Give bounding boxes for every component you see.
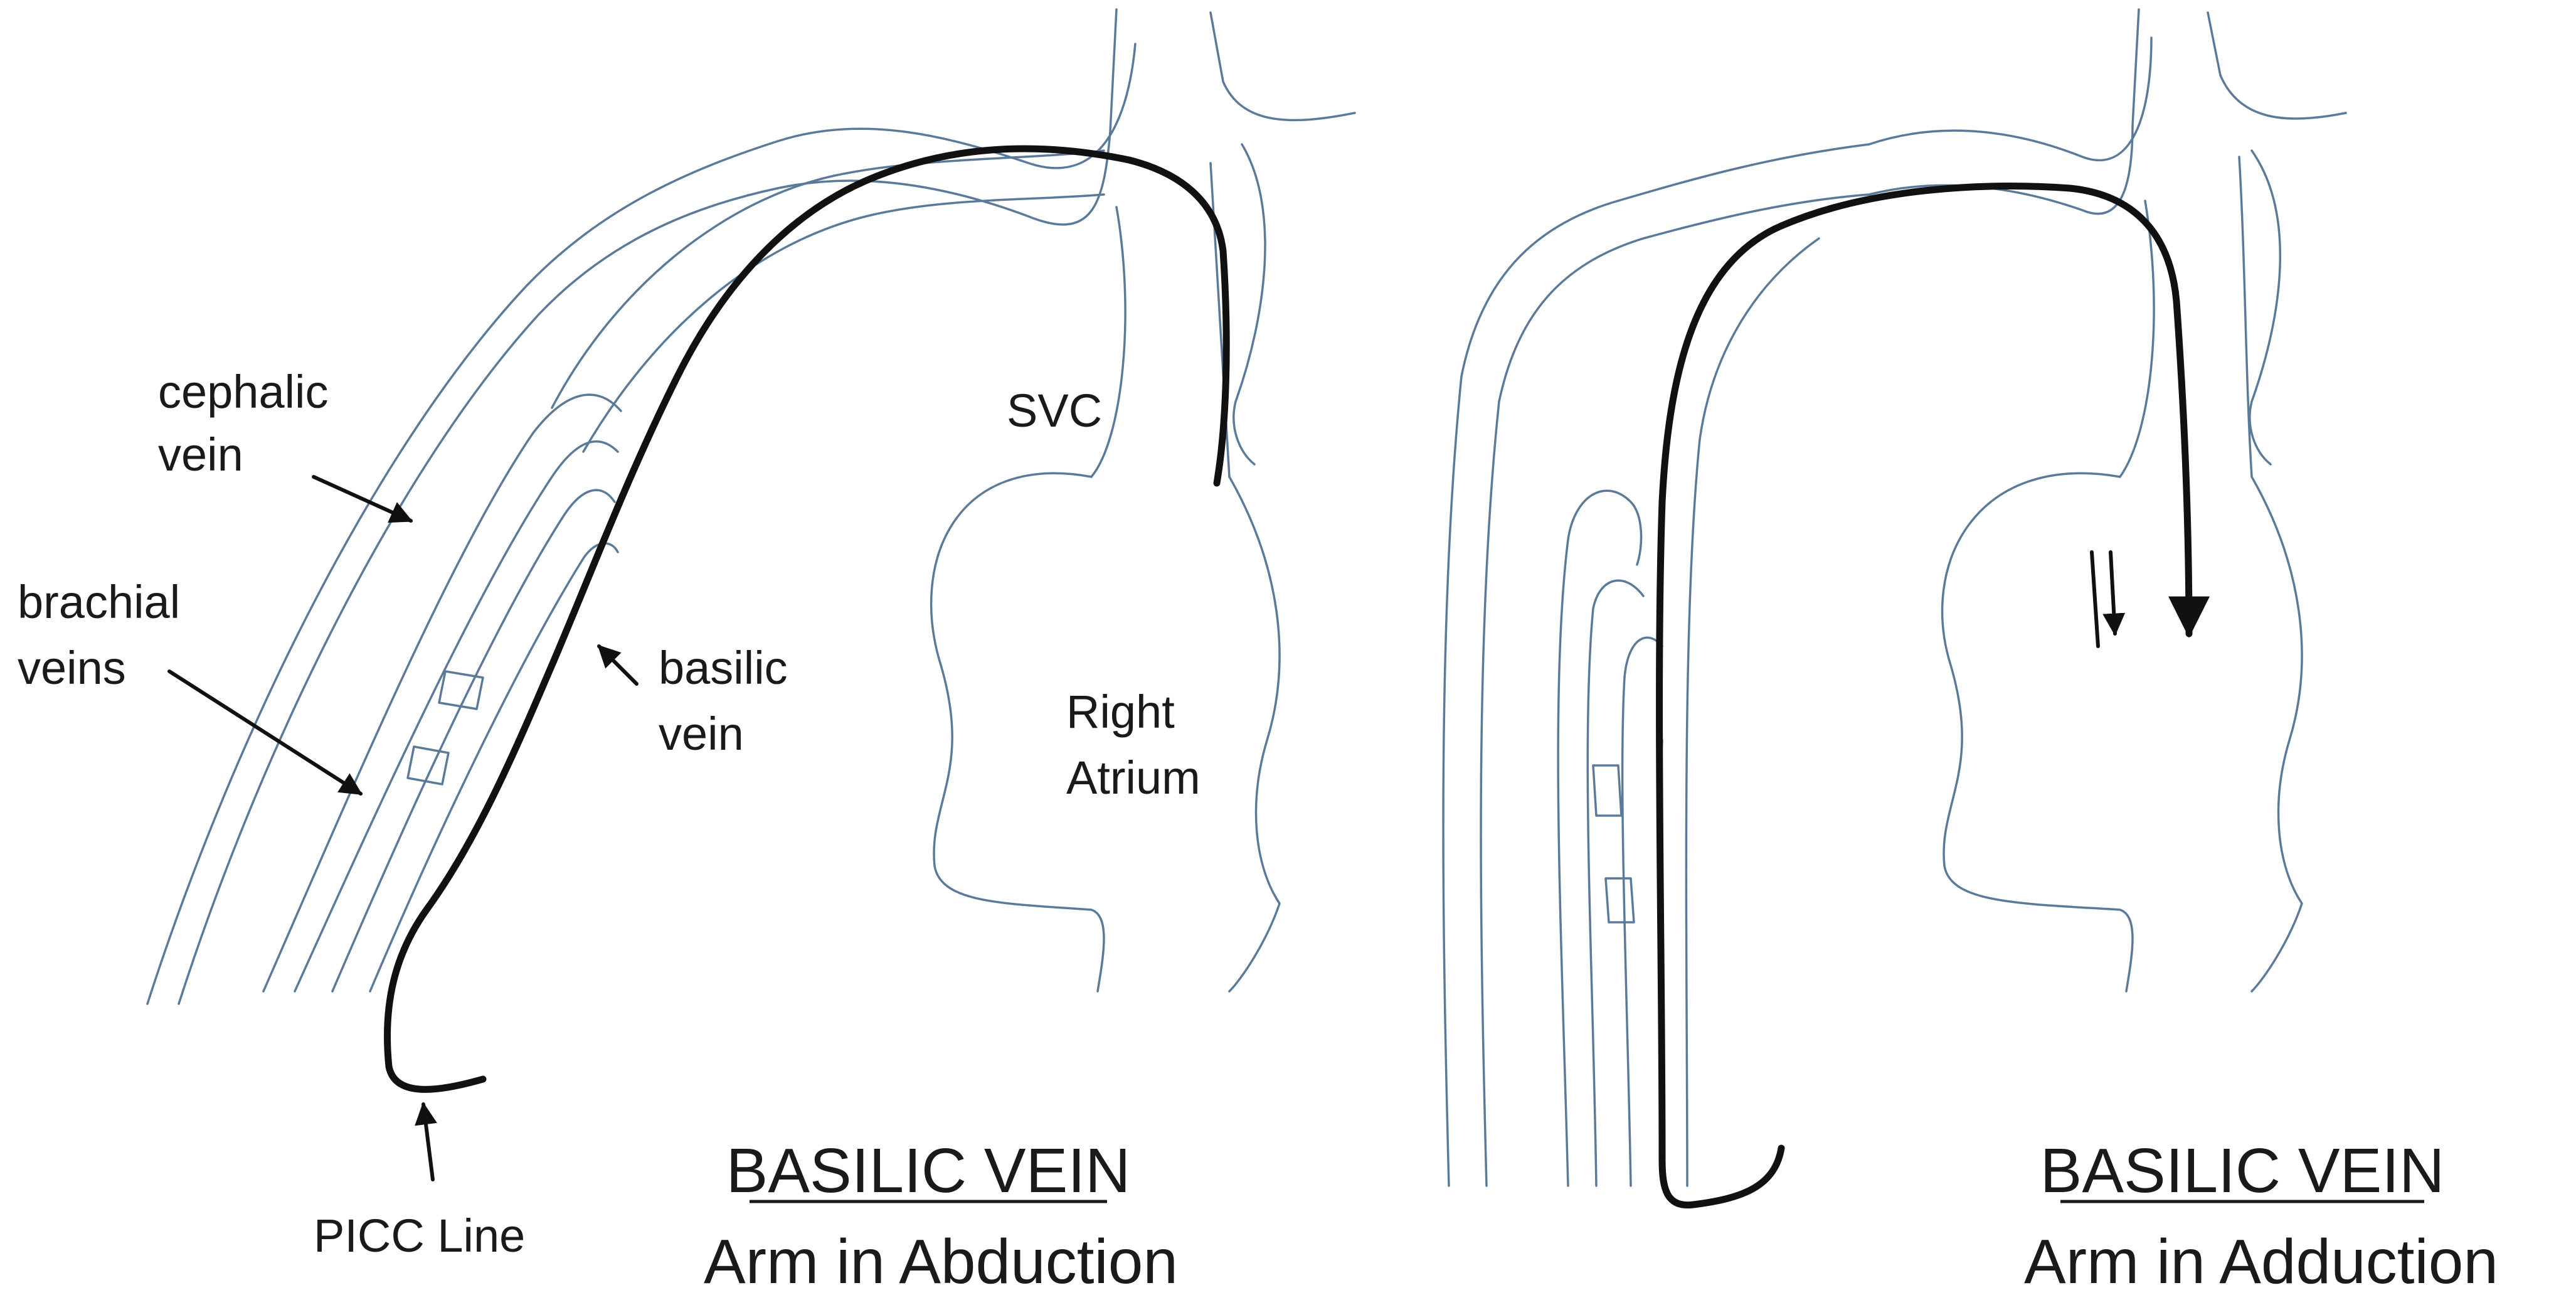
brachial-label-1: brachial [18,576,180,628]
brachial-pointer [167,669,363,796]
cephalic-label-2: vein [158,429,243,481]
picc-line-abduction [384,145,1230,1093]
vein-outlines-left [146,8,1356,1005]
picc-label: PICC Line [314,1210,525,1262]
brachial-label-2: veins [18,642,126,694]
caption-sub-abduction: Arm in Abduction [704,1227,1178,1297]
vein-outlines-right [1442,8,2347,1187]
caption-title-abduction: BASILIC VEIN [726,1136,1131,1206]
atrium-label-1: Right [1066,686,1175,738]
caption-sub-adduction: Arm in Adduction [2024,1227,2498,1297]
basilic-label-1: basilic [659,642,788,694]
caption-title-adduction: BASILIC VEIN [2040,1136,2445,1206]
atrium-label-2: Atrium [1066,752,1201,804]
picc-pointer [415,1102,437,1181]
svc-label: SVC [1007,385,1102,437]
cephalic-pointer [312,475,413,523]
cephalic-label-1: cephalic [158,366,329,418]
picc-line-adduction [1656,183,2210,1209]
picc-direction-arrow-2 [2102,550,2126,636]
panel-adduction: BASILIC VEIN Arm in Adduction [1442,8,2498,1297]
picc-direction-arrow [2090,550,2100,648]
basilic-pointer [597,644,639,686]
basilic-label-2: vein [659,708,744,760]
panel-abduction: cephalic vein brachial veins basilic vei… [18,8,1356,1297]
